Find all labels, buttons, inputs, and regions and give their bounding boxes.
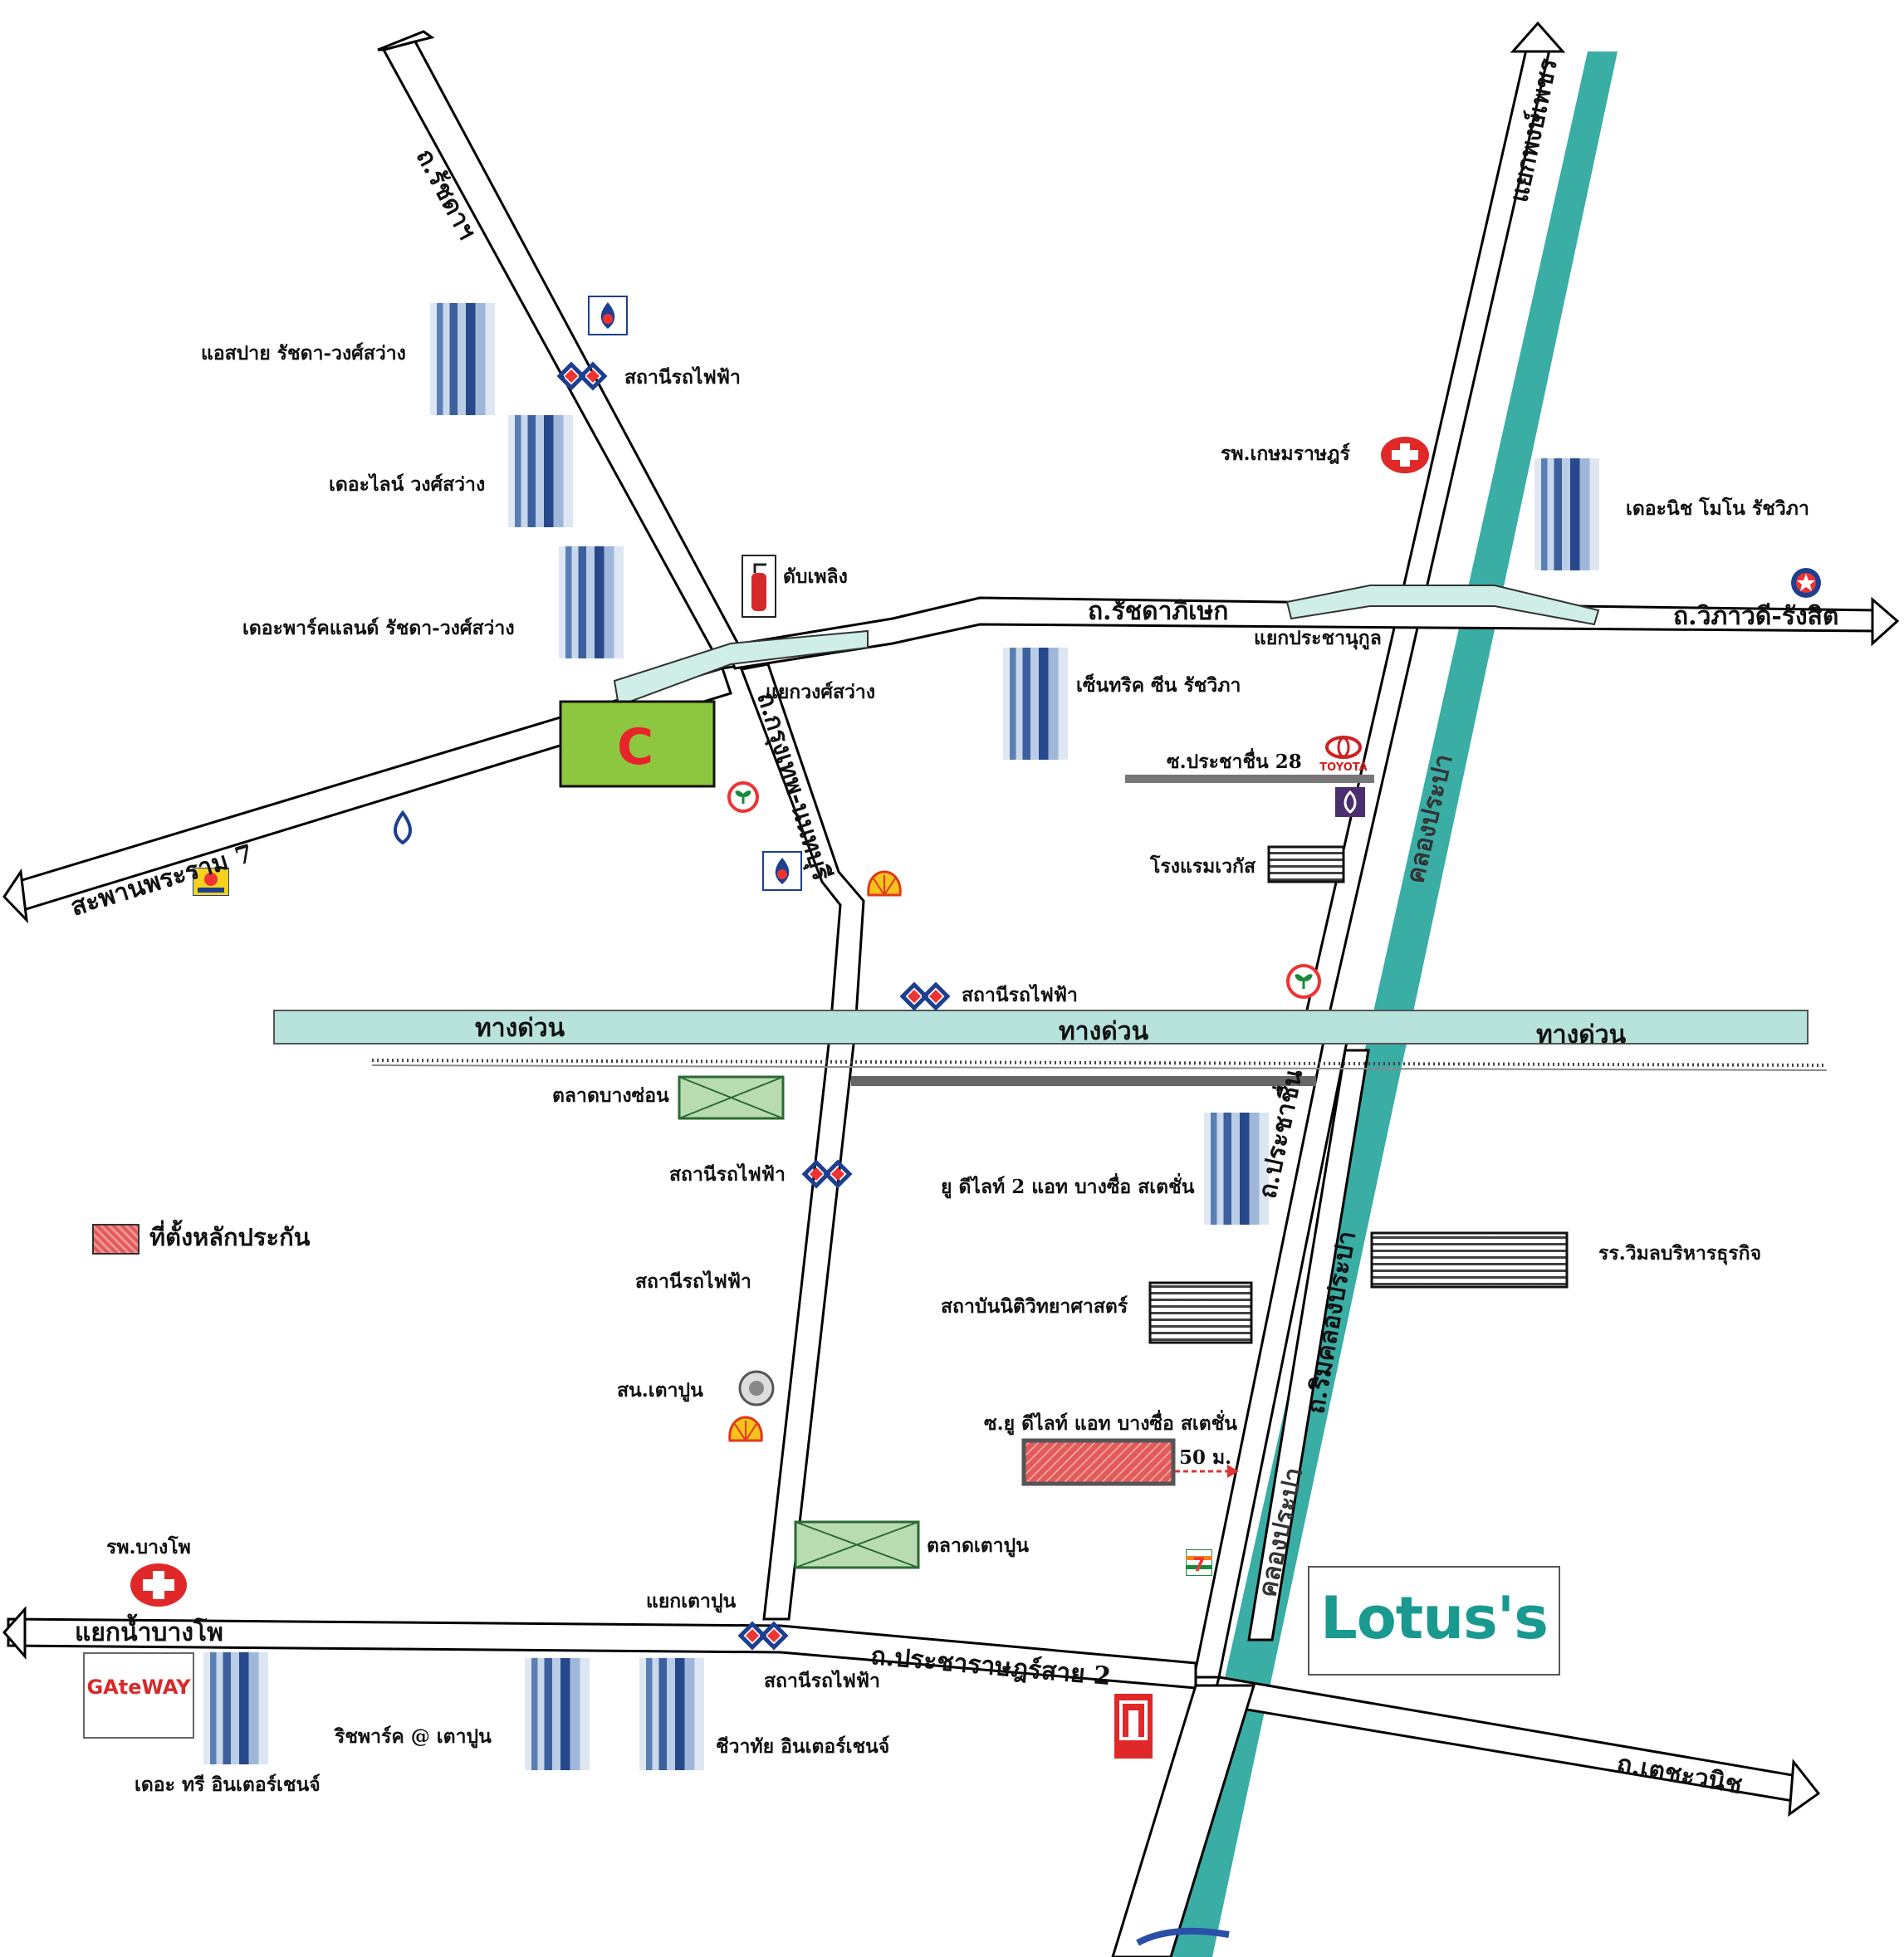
- arrow-techawanit: [1788, 1759, 1821, 1818]
- road-label-expressway-3: ทางด่วน: [1536, 1020, 1627, 1049]
- place-the-line: เดอะไลน์ วงศ์สว่าง: [329, 473, 486, 496]
- police-icon: [738, 1370, 775, 1407]
- hospital-icon: [1381, 437, 1429, 473]
- place-espire: แอสปาย รัชดา-วงศ์สว่าง: [201, 342, 406, 364]
- shell-icon: [728, 1416, 763, 1442]
- place-station-4: สถานีรถไฟฟ้า: [635, 1270, 751, 1293]
- rail-gray-bar: [851, 1076, 1316, 1086]
- caltex-icon: [1791, 568, 1821, 598]
- building-icon: [525, 1658, 590, 1770]
- kbank-icon: [1286, 964, 1321, 999]
- ptt-icon: [762, 851, 802, 891]
- seven-eleven-icon: 7: [1186, 1549, 1212, 1576]
- place-station-tao-poon: สถานีรถไฟฟ้า: [764, 1670, 880, 1692]
- gas-station-icon: [193, 868, 229, 896]
- bigc-logo: C: [617, 718, 653, 776]
- place-bang-son-market: ตลาดบางซ่อน: [552, 1084, 669, 1107]
- place-wimon-school: รร.วิมลบริหารธุรกิจ: [1598, 1242, 1762, 1265]
- arrow-vibhavadi: [1871, 596, 1900, 647]
- place-kaset-hospital: รพ.เกษมราษฎร์: [1221, 443, 1350, 465]
- market-bang-son-icon: [678, 1075, 785, 1120]
- kbank-icon: [727, 781, 759, 813]
- arrow-rama7: [2, 868, 29, 924]
- institute-stripes: [1150, 1285, 1251, 1341]
- legend-collateral-label: ที่ตั้งหลักประกัน: [149, 1223, 311, 1251]
- flyover-prachanukun: [1285, 585, 1600, 626]
- place-udelight-2: ยู ดีไลท์ 2 แอท บางซื่อ สเตชั่น: [941, 1176, 1195, 1198]
- place-chewathai: ชีวาทัย อินเตอร์เชนจ์: [716, 1735, 890, 1758]
- building-icon: [430, 303, 495, 415]
- bangkok-bank-icon: [394, 810, 412, 845]
- place-forensic-institute: สถาบันนิติวิทยาศาสตร์: [941, 1295, 1128, 1318]
- arrow-north-road: [377, 30, 435, 51]
- hotel-stripes: [1269, 849, 1344, 881]
- place-rich-park: ริชพาร์ค @ เตาปูน: [335, 1725, 492, 1748]
- place-station-3: สถานีรถไฟฟ้า: [669, 1163, 786, 1186]
- road-label-soi-udelight: ซ.ยู ดีไลท์ แอท บางซื่อ สเตชั่น: [984, 1412, 1238, 1435]
- building-icon: [559, 546, 624, 658]
- place-tao-poon-market: ตลาดเตาปูน: [927, 1534, 1029, 1557]
- market-tao-poon-icon: [794, 1520, 920, 1569]
- place-bang-pho-hospital: รพ.บางโพ: [106, 1536, 191, 1558]
- place-hotel-wekas: โรงแรมเวกัส: [1150, 855, 1256, 878]
- mrt-icon: [737, 1621, 789, 1651]
- collateral-plot: [1021, 1438, 1176, 1486]
- road-label-expressway-1: ทางด่วน: [475, 1014, 565, 1043]
- building-icon: [1204, 1113, 1269, 1225]
- bridge-arc: [1136, 1927, 1230, 1946]
- hospital-icon: [130, 1563, 187, 1607]
- rail-track-2: [371, 1064, 1828, 1071]
- arrow-phongphet: [1510, 21, 1566, 53]
- place-the-niche: เดอะนิช โมโน รัชวิภา: [1626, 497, 1809, 520]
- road-rim-khlong: [1247, 1049, 1370, 1641]
- place-the-parkland: เดอะพาร์คแลนด์ รัชดา-วงศ์สว่าง: [242, 617, 515, 639]
- place-distance: 50 ม.: [1179, 1446, 1232, 1469]
- shell-icon: [867, 870, 902, 897]
- road-krungthep-nonthaburi: [739, 663, 865, 1621]
- road-arrows: [2, 21, 1900, 1818]
- gateway-label: GAteWAY: [86, 1676, 191, 1699]
- place-fire-station: ดับเพลิง: [783, 565, 848, 588]
- road-label-soi-pracha-chuen-28: ซ.ประชาชื่น 28: [1167, 751, 1302, 773]
- building-icon: [639, 1658, 704, 1770]
- place-tao-poon-police: สน.เตาปูน: [617, 1379, 703, 1402]
- road-label-vibhavadi: ถ.วิภาวดี-รังสิต: [1673, 602, 1839, 631]
- road-south: [1111, 1684, 1256, 1957]
- arrow-bang-pho: [2, 1606, 27, 1661]
- place-yaek-prachanukun: แยกประชานุกูล: [1254, 627, 1382, 649]
- building-icon: [508, 415, 573, 527]
- place-station-2: สถานีรถไฟฟ้า: [962, 984, 1078, 1006]
- fire-extinguisher-icon: [742, 555, 776, 618]
- lotus-logo: Lotus's: [1308, 1566, 1560, 1676]
- mrt-icon: [899, 981, 951, 1011]
- toyota-icon: TOYOTA: [1319, 736, 1368, 774]
- place-yaek-wongsawang: แยกวงศ์สว่าง: [766, 681, 876, 703]
- road-label-expressway-2: ทางด่วน: [1059, 1017, 1149, 1046]
- place-the-tree: เดอะ ทรี อินเตอร์เชนจ์: [135, 1774, 321, 1796]
- svg-text:7: 7: [1192, 1555, 1205, 1576]
- building-icon: [1003, 648, 1068, 760]
- school-stripes: [1372, 1235, 1567, 1285]
- distance-arrow-head: [1227, 1465, 1239, 1478]
- place-station-wongsawang: สถานีรถไฟฟ้า: [624, 366, 741, 389]
- scb-icon: [1335, 787, 1365, 817]
- isuzu-icon: [1114, 1694, 1153, 1759]
- gateway-logo: GAteWAY: [83, 1652, 194, 1739]
- mrt-icon: [801, 1159, 853, 1189]
- road-label-ratchadaphisek: ถ.รัชดาภิเษก: [1088, 597, 1229, 626]
- expressway: [273, 1010, 1809, 1045]
- place-yaek-tao-poon: แยกเตาปูน: [646, 1590, 737, 1612]
- toyota-label: TOYOTA: [1319, 761, 1367, 774]
- lotus-label: Lotus's: [1320, 1584, 1549, 1652]
- bigc-store: [559, 700, 716, 788]
- road-label-nam-bang-pho: แยกน้ำบางโพ: [75, 1618, 223, 1647]
- place-centric-scene: เซ็นทริค ซีน รัชวิภา: [1076, 674, 1241, 697]
- railway: [371, 1059, 1828, 1067]
- ptt-icon: [588, 296, 628, 335]
- building-icon: [1534, 458, 1599, 570]
- building-icon: [203, 1652, 268, 1764]
- mrt-icon: [556, 361, 608, 391]
- legend-collateral-swatch: [92, 1224, 139, 1255]
